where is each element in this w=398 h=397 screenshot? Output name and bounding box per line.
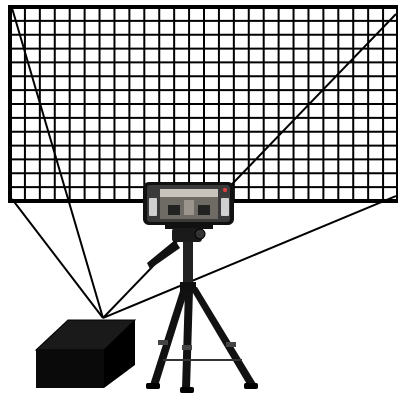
tripod-icon <box>146 223 258 393</box>
projector-box-icon <box>36 320 135 388</box>
grid-screen-icon <box>10 7 398 201</box>
smartphone-icon <box>143 182 234 225</box>
